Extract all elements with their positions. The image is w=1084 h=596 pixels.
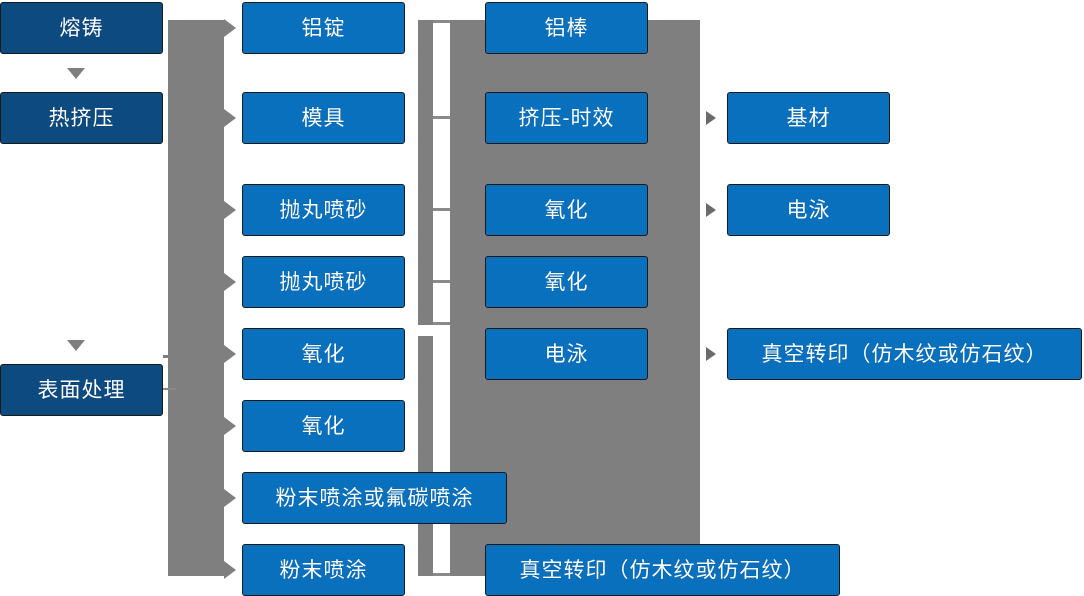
secondary-box-extrusion-aging-label: 挤压-时效 <box>518 106 615 130</box>
stage-box-surface-treatment-label: 表面处理 <box>37 378 126 402</box>
stage-box-melting-label: 熔铸 <box>59 16 104 40</box>
left-bracket-connector-surface <box>163 355 177 358</box>
process-box-shot-blasting-1[interactable]: 抛丸喷砂 <box>242 184 405 236</box>
secondary-box-vacuum-transfer-label: 真空转印（仿木纹或仿石纹） <box>519 558 806 582</box>
arrow-to-electrophoresis <box>706 203 716 217</box>
stage-box-surface-treatment[interactable]: 表面处理 <box>0 364 163 416</box>
left-arrow-to-mold <box>224 109 236 127</box>
left-arrow-to-ingot <box>224 19 236 37</box>
process-box-shot-blasting-2-label: 抛丸喷砂 <box>279 270 368 294</box>
arrow-to-vacuum-transfer <box>706 347 716 361</box>
output-box-vacuum-transfer-label: 真空转印（仿木纹或仿石纹） <box>761 342 1048 366</box>
process-box-oxidation-2[interactable]: 氧化 <box>242 400 405 452</box>
process-box-powder-or-fluorocarbon-coating[interactable]: 粉末喷涂或氟碳喷涂 <box>242 472 507 524</box>
process-box-oxidation-1[interactable]: 氧化 <box>242 328 405 380</box>
process-box-ingot[interactable]: 铝锭 <box>242 2 405 54</box>
output-box-base-material[interactable]: 基材 <box>727 92 890 144</box>
secondary-box-electrophoresis[interactable]: 电泳 <box>485 328 648 380</box>
stage-box-melting[interactable]: 熔铸 <box>0 2 163 54</box>
process-box-powder-coating[interactable]: 粉末喷涂 <box>242 544 405 596</box>
process-box-powder-coating-label: 粉末喷涂 <box>279 558 368 582</box>
process-box-powder-or-fluorocarbon-coating-label: 粉末喷涂或氟碳喷涂 <box>275 486 474 510</box>
stage-box-hot-extrusion-label: 热挤压 <box>48 106 115 130</box>
secondary-box-electrophoresis-label: 电泳 <box>544 342 589 366</box>
left-bracket-lower-spine <box>176 356 224 576</box>
left-bracket-down-arrow-1 <box>67 68 85 79</box>
secondary-box-oxidation-1-label: 氧化 <box>544 198 589 222</box>
mid-spine-upper <box>418 20 433 325</box>
process-box-mold[interactable]: 模具 <box>242 92 405 144</box>
left-bracket-upper-stub <box>168 20 224 60</box>
mid-tick-5 <box>433 322 451 325</box>
output-box-vacuum-transfer[interactable]: 真空转印（仿木纹或仿石纹） <box>727 328 1082 380</box>
secondary-box-vacuum-transfer[interactable]: 真空转印（仿木纹或仿石纹） <box>485 544 840 596</box>
left-arrow-to-oxidize-1 <box>224 345 236 363</box>
left-bracket-down-arrow-2 <box>67 340 85 351</box>
process-box-oxidation-1-label: 氧化 <box>301 342 346 366</box>
mid-tick-1 <box>433 20 451 23</box>
mid-tick-2 <box>433 116 451 119</box>
secondary-box-aluminum-bar-label: 铝棒 <box>544 16 589 40</box>
process-box-ingot-label: 铝锭 <box>301 16 346 40</box>
mid-tick-4 <box>433 280 451 283</box>
mid-tick-6 <box>433 573 451 576</box>
left-arrow-to-powder <box>224 561 236 579</box>
mid-spine-lower <box>418 336 433 576</box>
left-arrow-to-shotblast-2 <box>224 273 236 291</box>
surface-stage-link <box>163 388 183 390</box>
output-box-electrophoresis[interactable]: 电泳 <box>727 184 890 236</box>
left-arrow-to-oxidize-2 <box>224 417 236 435</box>
secondary-box-oxidation-2-label: 氧化 <box>544 270 589 294</box>
secondary-box-aluminum-bar[interactable]: 铝棒 <box>485 2 648 54</box>
process-box-shot-blasting-1-label: 抛丸喷砂 <box>279 198 368 222</box>
secondary-box-oxidation-1[interactable]: 氧化 <box>485 184 648 236</box>
arrow-to-base-material <box>706 111 716 125</box>
left-arrow-to-shotblast-1 <box>224 201 236 219</box>
process-box-oxidation-2-label: 氧化 <box>301 414 346 438</box>
stage-box-hot-extrusion[interactable]: 热挤压 <box>0 92 163 144</box>
left-arrow-to-powder-fluor <box>224 489 236 507</box>
process-box-shot-blasting-2[interactable]: 抛丸喷砂 <box>242 256 405 308</box>
secondary-box-extrusion-aging[interactable]: 挤压-时效 <box>485 92 648 144</box>
output-box-electrophoresis-label: 电泳 <box>786 198 831 222</box>
output-box-base-material-label: 基材 <box>786 106 831 130</box>
secondary-box-oxidation-2[interactable]: 氧化 <box>485 256 648 308</box>
process-box-mold-label: 模具 <box>301 106 346 130</box>
mid-tick-3 <box>433 208 451 211</box>
